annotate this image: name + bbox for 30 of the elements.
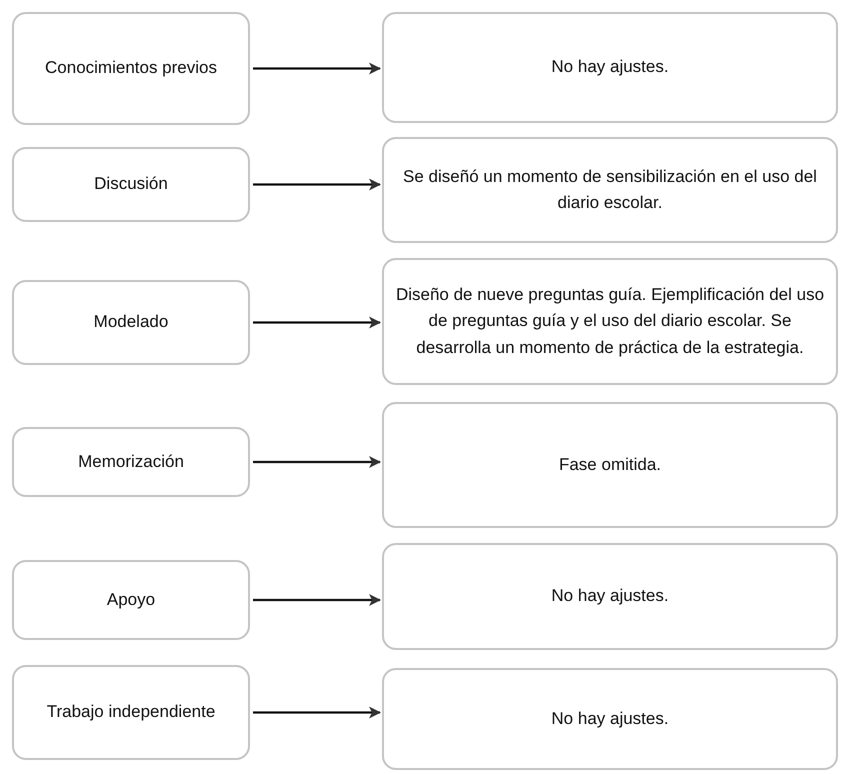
node-text: Trabajo independiente (46, 701, 216, 724)
phase-box (12, 665, 250, 760)
phase-box (12, 147, 250, 222)
node-text: No hay ajustes. (551, 585, 669, 608)
node-text: No hay ajustes. (551, 56, 669, 78)
phase-box (12, 12, 250, 125)
description-box (382, 12, 838, 123)
node-text: Memorización (78, 450, 184, 473)
arrow (253, 456, 381, 468)
description-box (382, 258, 838, 385)
arrow (253, 316, 381, 328)
node-text: Se diseñó un momento de sensibilización en el uso del diario escolar. (402, 166, 818, 214)
description-box (382, 668, 838, 770)
node-text: No hay ajustes. (551, 708, 669, 730)
description-box (382, 402, 838, 528)
node-text: Fase omitida. (558, 454, 662, 476)
description-box (382, 137, 838, 243)
arrow (253, 706, 381, 718)
arrow (253, 62, 381, 74)
phase-box (12, 427, 250, 497)
node-text: Diseño de nueve preguntas guía. Ejemplificación del uso de preguntas guía y el uso del diario escolar. Se desarrolla un momento de práctica de la estrategia. (394, 284, 826, 359)
node-text: Discusión (94, 173, 168, 196)
phase-box (12, 280, 250, 365)
arrow (253, 178, 381, 190)
description-box (382, 543, 838, 650)
node-text: Conocimientos previos (45, 57, 217, 80)
node-text: Apoyo (106, 588, 156, 611)
node-text: Modelado (94, 311, 168, 334)
phase-box (12, 560, 250, 640)
arrow (253, 594, 381, 606)
